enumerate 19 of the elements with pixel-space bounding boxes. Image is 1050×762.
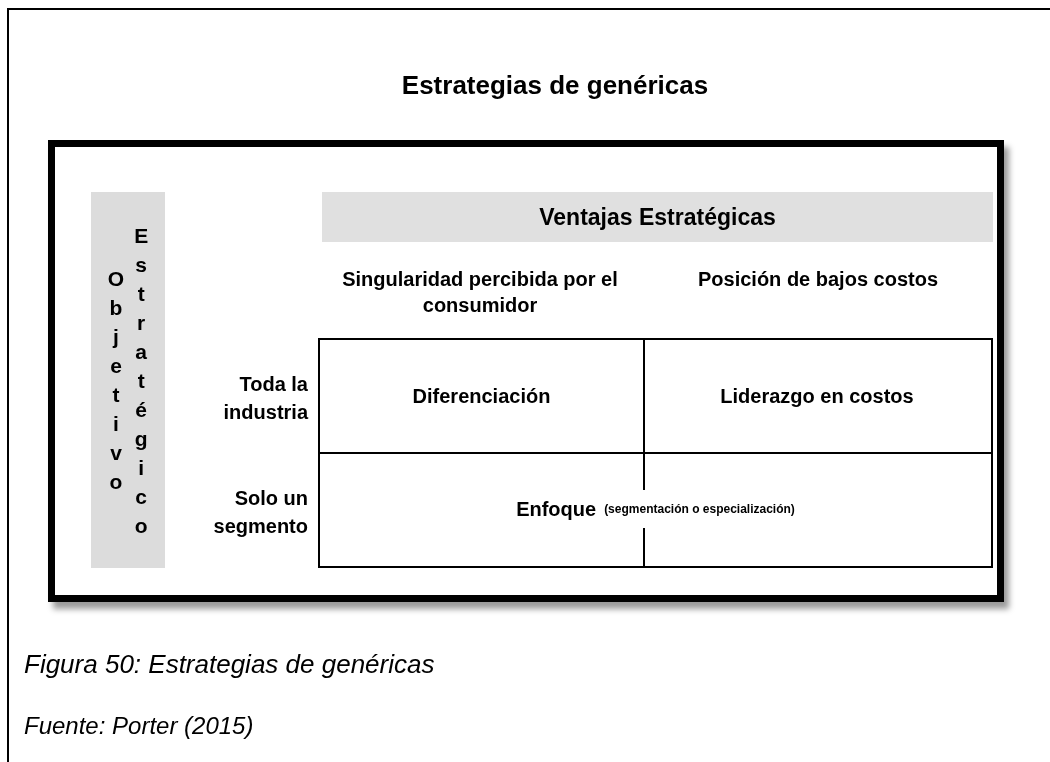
vertical-band — [91, 192, 165, 568]
diagram-title: Estrategias de genéricas — [400, 69, 710, 102]
vertical-label: Objetivo — [107, 266, 125, 495]
header-text: Ventajas Estratégicas — [539, 202, 776, 232]
header-band — [322, 192, 993, 242]
cell-note: (segmentación o especialización) — [604, 501, 795, 518]
row-header: Solo un segmento — [212, 486, 308, 539]
column-header: Singularidad percibida por el consumidor — [341, 267, 619, 318]
source-note: Fuente: Porter (2015) — [24, 711, 254, 741]
row-header: Toda la industria — [222, 372, 308, 425]
matrix-cell — [318, 338, 645, 454]
column-header: Posición de bajos costos — [696, 267, 940, 292]
cell-text: Diferenciación — [412, 384, 551, 409]
cell-text: Enfoque — [516, 497, 597, 522]
matrix-cell — [318, 452, 993, 568]
vertical-label: Estratégico — [134, 222, 149, 539]
matrix-cell — [643, 338, 993, 454]
figure-caption: Figura 50: Estrategias de genéricas — [24, 648, 435, 681]
cell-text: Liderazgo en costos — [720, 384, 914, 409]
